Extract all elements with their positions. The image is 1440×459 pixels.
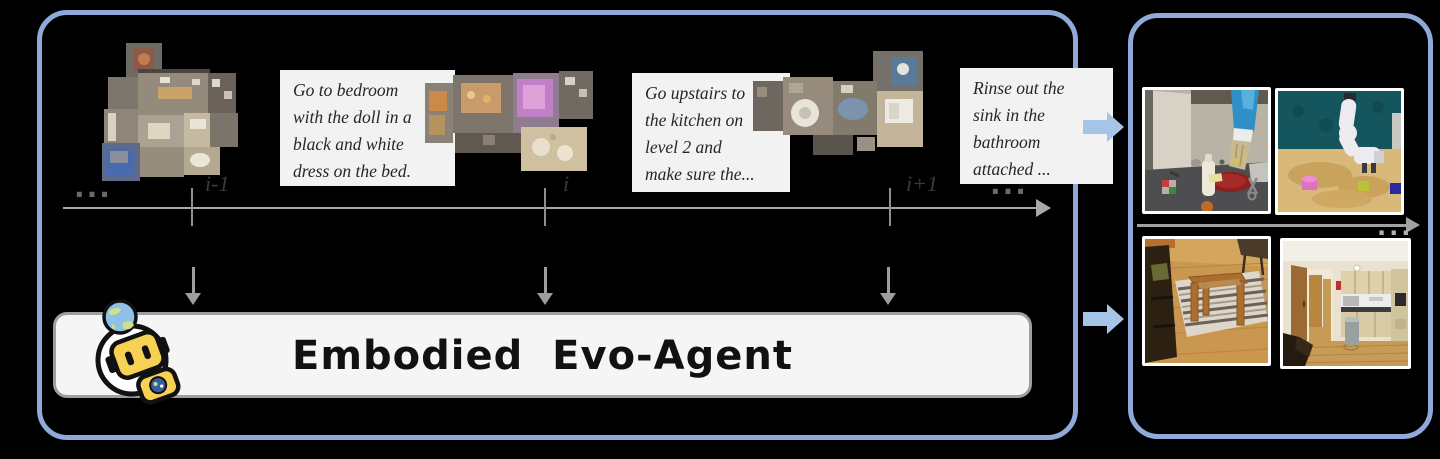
timeline-label-i: i xyxy=(563,171,570,196)
environments-arrowhead-icon xyxy=(1406,217,1420,233)
environments-axis xyxy=(1137,224,1409,227)
house-scan-2 xyxy=(425,65,595,177)
instruction-box-2: Go upstairs to the kitchen on level 2 an… xyxy=(632,73,790,192)
environments-ellipsis: ... xyxy=(1377,213,1414,241)
timeline-label-i-plus-1: i+1 xyxy=(906,171,938,196)
timeline-tick-2 xyxy=(544,188,546,226)
environments-panel xyxy=(1128,13,1433,439)
blue-block-arrow-icon-2 xyxy=(1083,304,1124,334)
photo-apartment-kitchen xyxy=(1280,238,1411,369)
down-arrow-icon-2 xyxy=(537,267,553,305)
down-arrow-icon-1 xyxy=(185,267,201,305)
pipeline-panel: Go to bedroom with the doll in a black a… xyxy=(37,10,1113,440)
agent-box-label: Embodied Evo-Agent xyxy=(292,333,793,379)
timeline-axis xyxy=(63,207,1038,209)
timeline-ellipsis-right: ... xyxy=(990,168,1028,201)
down-arrow-icon-3 xyxy=(880,267,896,305)
timeline-label-i-minus-1: i-1 xyxy=(205,171,230,196)
timeline-ellipsis-left: ... xyxy=(74,171,112,204)
house-scan-1 xyxy=(100,43,245,183)
timeline-tick-1 xyxy=(191,188,193,226)
timeline-arrowhead-icon xyxy=(1036,199,1051,217)
house-scan-1-graphic xyxy=(102,43,238,181)
photo-franka-arm-blocks xyxy=(1275,88,1404,215)
robot-mascot-graphic xyxy=(95,299,181,405)
photo-living-room xyxy=(1142,236,1271,366)
timeline-tick-3 xyxy=(889,188,891,226)
house-scan-3 xyxy=(753,51,925,171)
earth-icon xyxy=(102,299,138,335)
blue-block-arrow-icon-1 xyxy=(1083,112,1124,142)
embodied-evo-agent-box: Embodied Evo-Agent xyxy=(53,312,1032,398)
house-scan-2-graphic xyxy=(425,71,593,171)
photo-sim-tabletop-robot xyxy=(1142,87,1271,214)
robot-mascot-icon xyxy=(84,298,186,406)
instruction-box-3: Rinse out the sink in the bathroom attac… xyxy=(960,68,1113,184)
house-scan-3-graphic xyxy=(753,51,923,155)
